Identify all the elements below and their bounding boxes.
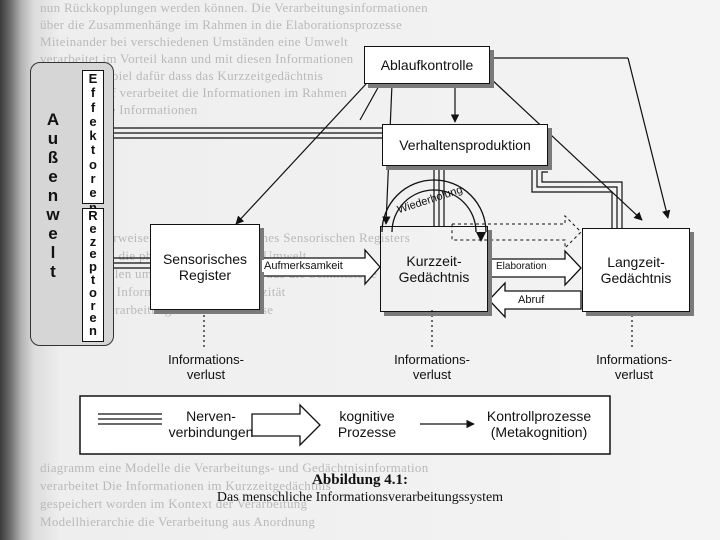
background-text-line: verarbeitet Die Informationen im Kurzzei… xyxy=(40,478,332,493)
kurzzeit-line1: Kurzzeit- xyxy=(406,253,462,269)
informationsverlust-register: Informations- verlust xyxy=(168,352,244,382)
legend-cognitive-symbol xyxy=(251,403,321,447)
background-text-line: verarbeitet im Vorteil kann und mit dies… xyxy=(40,51,354,66)
aussenwelt-letter: e xyxy=(48,167,58,186)
sensorisches-register-line2: Register xyxy=(178,267,232,283)
effektoren-box xyxy=(82,70,104,204)
effektoren-letter: t xyxy=(90,142,96,158)
control-arrow-to-langzeit-b xyxy=(627,57,671,219)
rezeptoren-letter: t xyxy=(90,271,96,287)
background-text-line: über die Zusammenhänge im Rahmen in die … xyxy=(40,17,403,32)
legend-kontroll-label: Kontrollprozesse (Metakognition) xyxy=(486,408,592,440)
figure-caption-subtitle: Das menschliche Informationsverarbeitung… xyxy=(216,490,504,505)
aussenwelt-letter: n xyxy=(47,186,59,205)
effektoren-letter: r xyxy=(90,171,96,187)
aussenwelt-letter: l xyxy=(50,243,56,262)
informationsverlust-langzeit: Informations- verlust xyxy=(596,352,672,382)
effektoren-label: Effektoren xyxy=(82,71,104,215)
aussenwelt-letter: ß xyxy=(47,148,59,167)
informationsverlust-kurzzeit: Informations- verlust xyxy=(394,352,470,382)
rezeptoren-letter: e xyxy=(89,220,97,236)
legend-box xyxy=(79,395,611,455)
rezeptoren-letter: e xyxy=(89,246,97,262)
rezeptoren-box xyxy=(82,208,104,342)
aussenwelt-letter: e xyxy=(48,224,58,243)
background-text-line: Prozessablauf verarbeitet die Informatio… xyxy=(40,85,348,100)
background-text-line: Miteinander bei verschiedenen Umständen … xyxy=(40,34,349,49)
legend-kognitiv-label: kognitive Prozesse xyxy=(337,408,397,440)
aussenwelt-letter: w xyxy=(46,205,60,224)
nerve-bundle-langzeit xyxy=(531,161,623,228)
nerve-bundle-vertical xyxy=(433,166,445,226)
elaboration-label: Elaboration xyxy=(494,261,549,272)
ablaufkontrolle-label: Ablaufkontrolle xyxy=(380,57,474,73)
background-text-line: Modellhierarchie die Verarbeitung aus An… xyxy=(40,514,316,529)
legend-nerve-symbol xyxy=(98,413,162,425)
aussenwelt-letter: t xyxy=(50,262,56,281)
aussenwelt-letter: u xyxy=(47,129,59,148)
legend-nerven-label: Nerven- verbindungen xyxy=(168,408,254,440)
rezeptoren-letter: p xyxy=(89,259,97,275)
control-arrow-to-langzeit-c xyxy=(489,77,643,221)
effektoren-letter: f xyxy=(90,99,96,115)
rezeptoren-letter: z xyxy=(89,233,97,249)
langzeit-line1: Langzeit- xyxy=(607,254,665,270)
effektoren-letter: E xyxy=(88,71,98,86)
background-text-line: nun Rückkopplungen werden können. Die Ve… xyxy=(40,0,428,15)
sensorisches-register-line1: Sensorisches xyxy=(162,251,248,267)
kurzzeit-line2: Gedächtnis xyxy=(398,269,470,285)
rezeptoren-letter: e xyxy=(89,310,97,326)
control-arrow-to-verhalten xyxy=(359,83,381,121)
langzeit-line2: Gedächtnis xyxy=(600,270,672,286)
background-text-line: gespeichert worden im Kontext der Verarb… xyxy=(40,496,308,511)
verhaltensproduktion-box: Verhaltensproduktion xyxy=(382,124,548,166)
aufmerksamkeit-label: Aufmerksamkeit xyxy=(262,260,345,272)
rezeptoren-letter: R xyxy=(88,208,98,223)
effektoren-letter: k xyxy=(89,128,97,144)
effektoren-letter: e xyxy=(89,185,97,201)
verhaltensproduktion-label: Verhaltensproduktion xyxy=(399,137,531,153)
effektoren-letter: e xyxy=(89,113,97,129)
effektoren-letter: o xyxy=(89,156,97,172)
sensorisches-register-box: Sensorisches Register xyxy=(150,224,260,310)
aussenwelt-letter: A xyxy=(46,110,60,129)
rezeptoren-letter: o xyxy=(89,284,97,300)
rezeptoren-letter: r xyxy=(90,297,96,313)
control-arrow-to-register xyxy=(235,83,367,225)
nerve-bundle-effektoren xyxy=(110,127,382,139)
nerve-bundle-rezeptoren xyxy=(110,257,150,269)
ablaufkontrolle-box: Ablaufkontrolle xyxy=(364,46,490,84)
abruf-label: Abruf xyxy=(516,294,547,306)
rezeptoren-letter: n xyxy=(89,323,97,339)
langzeit-box: Langzeit- Gedächtnis xyxy=(582,228,690,312)
effektoren-letter: n xyxy=(89,200,97,215)
effektoren-letter: f xyxy=(90,85,96,101)
dashed-transfer-arrow xyxy=(451,214,582,250)
background-text-line: diagramm eine Modelle die Verarbeitungs-… xyxy=(40,460,429,475)
figure-caption-title: Abbildung 4.1: xyxy=(312,472,408,488)
kurzzeit-box: Kurzzeit- Gedächtnis xyxy=(380,226,488,312)
